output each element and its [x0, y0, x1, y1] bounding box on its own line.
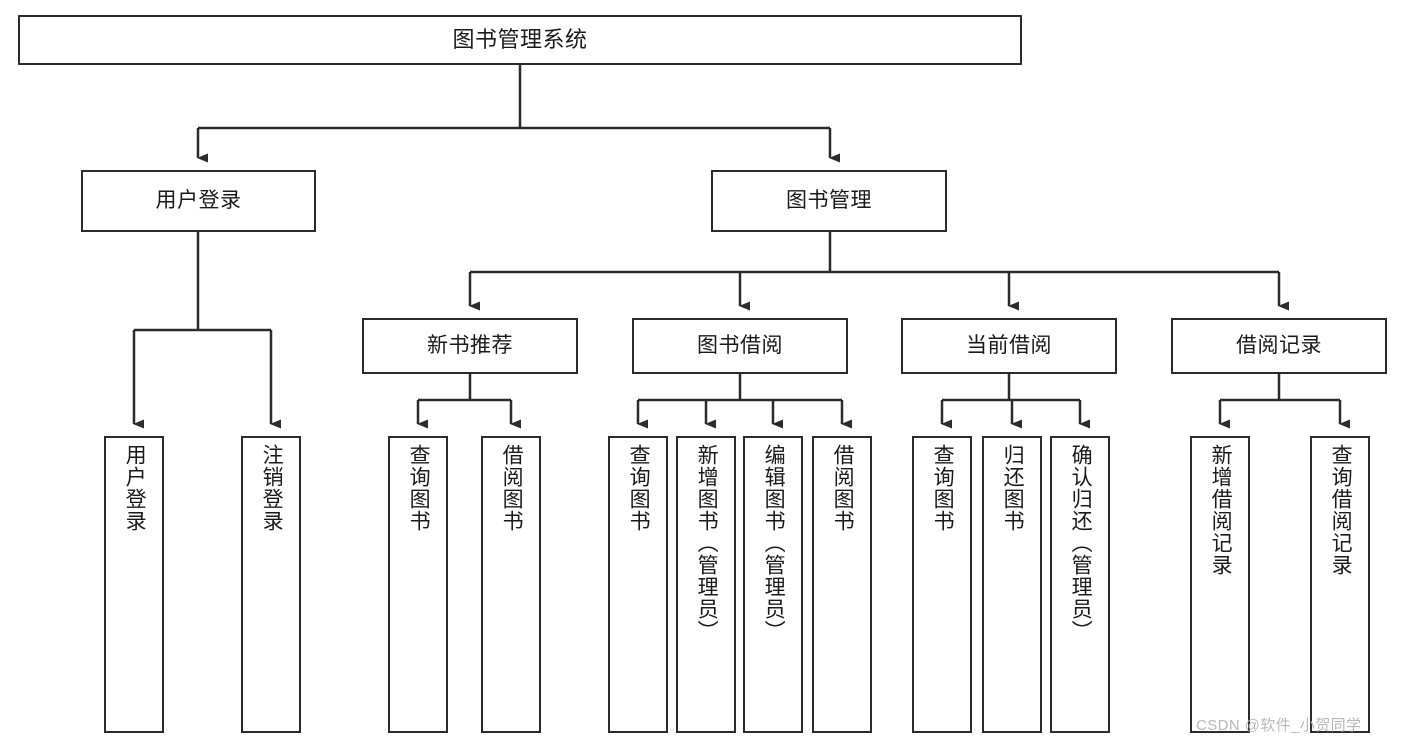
leaf-book-borrow-edit-book-admin[interactable]: 编辑图书（管理员） — [743, 436, 803, 733]
node-label: 借阅记录 — [1236, 334, 1322, 358]
node-new-book-recommend[interactable]: 新书推荐 — [362, 318, 578, 374]
node-label: 查询借阅记录 — [1329, 444, 1353, 576]
node-label: 借阅图书 — [831, 444, 855, 532]
leaf-new-book-query-book[interactable]: 查询图书 — [388, 436, 448, 733]
node-current-borrow[interactable]: 当前借阅 — [901, 318, 1117, 374]
node-label: 借阅图书 — [500, 444, 524, 532]
node-label: 查询图书 — [931, 444, 955, 532]
node-label: 新书推荐 — [427, 334, 513, 358]
node-book-management[interactable]: 图书管理 — [711, 170, 947, 232]
node-user-login[interactable]: 用户登录 — [81, 170, 316, 232]
leaf-book-borrow-add-book-admin[interactable]: 新增图书（管理员） — [676, 436, 736, 733]
node-label: 编辑图书（管理员） — [762, 444, 786, 642]
leaf-borrow-record-query-record[interactable]: 查询借阅记录 — [1310, 436, 1370, 733]
leaf-current-borrow-query-book[interactable]: 查询图书 — [912, 436, 972, 733]
node-label: 当前借阅 — [966, 334, 1052, 358]
node-label: 图书借阅 — [697, 334, 783, 358]
node-label: 新增借阅记录 — [1209, 444, 1233, 576]
leaf-book-borrow-borrow-book[interactable]: 借阅图书 — [812, 436, 872, 733]
leaf-user-login-logout[interactable]: 注销登录 — [241, 436, 301, 733]
node-label: 新增图书（管理员） — [695, 444, 719, 642]
node-borrow-record[interactable]: 借阅记录 — [1171, 318, 1387, 374]
node-book-borrow[interactable]: 图书借阅 — [632, 318, 848, 374]
leaf-new-book-borrow-book[interactable]: 借阅图书 — [481, 436, 541, 733]
node-label: 查询图书 — [627, 444, 651, 532]
node-label: 图书管理 — [786, 189, 872, 213]
leaf-current-borrow-return-book[interactable]: 归还图书 — [982, 436, 1042, 733]
node-root-book-management-system[interactable]: 图书管理系统 — [18, 15, 1022, 65]
node-label: 用户登录 — [123, 444, 147, 532]
node-label: 查询图书 — [407, 444, 431, 532]
node-label: 注销登录 — [260, 444, 284, 532]
node-label: 归还图书 — [1001, 444, 1025, 532]
node-label: 图书管理系统 — [452, 26, 588, 52]
leaf-borrow-record-add-record[interactable]: 新增借阅记录 — [1190, 436, 1250, 733]
node-label: 用户登录 — [155, 189, 242, 213]
csdn-watermark: CSDN @软件_小贺同学 — [1196, 717, 1362, 734]
node-label: 确认归还（管理员） — [1069, 444, 1093, 642]
leaf-book-borrow-query-book[interactable]: 查询图书 — [608, 436, 668, 733]
leaf-user-login-login[interactable]: 用户登录 — [104, 436, 164, 733]
leaf-current-borrow-confirm-return-admin[interactable]: 确认归还（管理员） — [1050, 436, 1110, 733]
